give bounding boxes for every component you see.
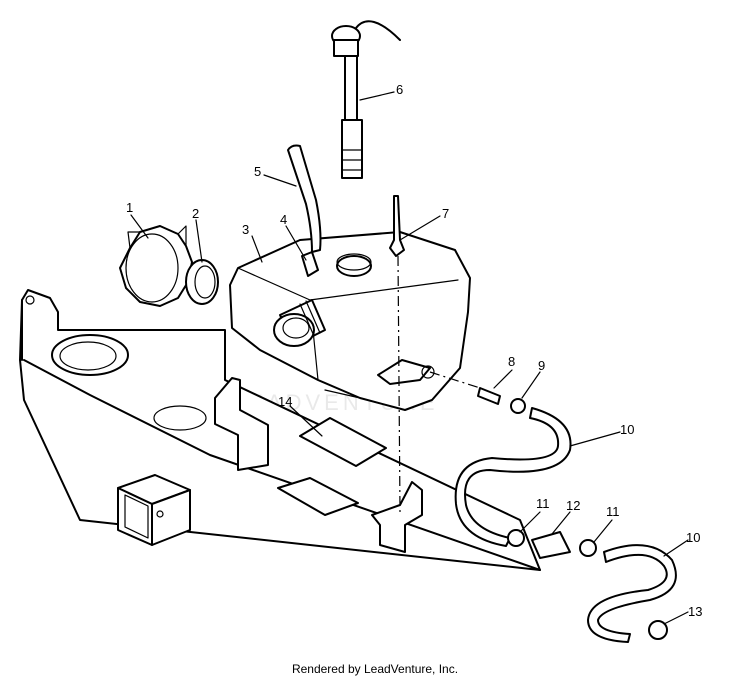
vent-fitting (301, 251, 319, 277)
assembly-centerline (397, 255, 401, 513)
callout-4: 4 (280, 212, 287, 227)
callout-6: 6 (396, 82, 403, 97)
vent-pin (389, 195, 405, 257)
vent-hose (287, 144, 322, 253)
frame (19, 289, 541, 571)
callout-10b: 10 (686, 530, 700, 545)
callout-9: 9 (538, 358, 545, 373)
pad (299, 417, 387, 467)
fuel-fitting (477, 387, 501, 405)
dipstick (331, 20, 401, 179)
fuel-hose-lower (587, 544, 677, 643)
cap-gasket (185, 259, 219, 305)
callout-14: 14 (278, 394, 292, 409)
callout-10a: 10 (620, 422, 634, 437)
callout-1: 1 (126, 200, 133, 215)
callout-3: 3 (242, 222, 249, 237)
hose-clamp-11b (579, 539, 597, 557)
callout-8: 8 (508, 354, 515, 369)
render-credit: Rendered by LeadVenture, Inc. (291, 662, 459, 676)
callout-2: 2 (192, 206, 199, 221)
hose-clamp-9 (510, 398, 526, 414)
leader-lines (130, 91, 689, 625)
assembly-centerline (429, 371, 481, 389)
callout-5: 5 (254, 164, 261, 179)
callout-12: 12 (566, 498, 580, 513)
callout-13: 13 (688, 604, 702, 619)
callout-11a: 11 (536, 496, 550, 511)
hose-clamp-13 (648, 620, 668, 640)
callout-11b: 11 (606, 504, 620, 519)
callout-7: 7 (442, 206, 449, 221)
fuel-tank (229, 231, 471, 411)
fuel-hose-upper (454, 407, 572, 547)
fuel-filter (531, 531, 571, 559)
hose-clamp-11a (507, 529, 525, 547)
fuel-cap (119, 225, 193, 307)
